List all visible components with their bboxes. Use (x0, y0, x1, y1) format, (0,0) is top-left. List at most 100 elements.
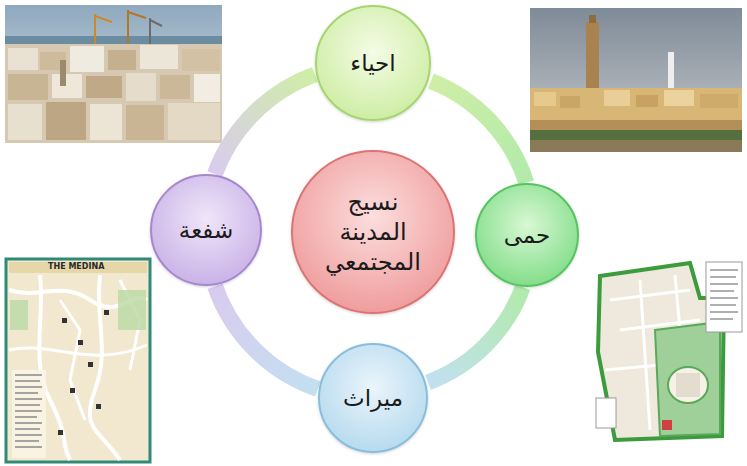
medina-map-part (15, 398, 42, 400)
city-photo-part (530, 120, 742, 130)
city-photo-part (534, 92, 556, 106)
medina-map-part (15, 374, 42, 376)
city-photo-part (70, 46, 104, 72)
city-photo-part (160, 75, 190, 99)
city-photo-part (86, 76, 122, 98)
city-photo-part (95, 16, 112, 22)
medina-map-part (12, 370, 46, 458)
city-photo-part (52, 74, 82, 98)
city-photo-part (530, 8, 742, 152)
central-circle: نسيج المدينة المجتمعي (291, 150, 455, 314)
node-text-wrap: شفعة (179, 216, 233, 245)
city-photo-part (94, 14, 96, 44)
medina-map-part (15, 422, 42, 424)
medina-map-part (90, 275, 120, 460)
quarter-map-part (598, 263, 724, 440)
node-label: حمى (504, 221, 551, 250)
quarter-map-part (710, 297, 738, 298)
city-photo-part (8, 48, 38, 70)
medina-map-part (58, 430, 63, 435)
node-text-wrap: نسيج المدينة المجتمعي (321, 187, 425, 277)
medina-map-part (15, 416, 37, 418)
city-photo-part (586, 22, 599, 96)
ring-arc (215, 286, 318, 389)
ring-arc (428, 287, 523, 382)
city-photo-part (664, 90, 694, 106)
medina-map-part (15, 386, 42, 388)
medina-map (6, 259, 150, 462)
medina-map-part (10, 300, 28, 330)
quarter-map-part (710, 283, 738, 284)
quarter-map-part (710, 311, 738, 312)
city-photo-part (60, 60, 66, 86)
quarter-map-part (710, 269, 738, 270)
medina-map-part (118, 290, 146, 330)
city-photo-part (90, 104, 122, 140)
node-text-wrap: احياء (350, 49, 395, 78)
city-photo-part (589, 15, 596, 23)
topic-circle: شفعة (150, 174, 262, 286)
quarter-map-part (710, 304, 736, 305)
city-photo-part (128, 12, 146, 18)
topic-circle: حمى (475, 183, 579, 287)
city-photo-part (8, 74, 48, 100)
medina-map-part (78, 340, 83, 345)
topic-circle: احياء (315, 5, 431, 121)
topic-circle: ميراث (318, 343, 428, 453)
medina-map-part (15, 380, 40, 382)
city-photo-part (560, 96, 580, 108)
node-label: شفعة (179, 216, 233, 245)
ring-arc (215, 75, 315, 174)
city-photo-part (636, 95, 658, 107)
city-photo (530, 8, 742, 152)
quarter-map-part (655, 322, 720, 436)
node-label: ميراث (343, 384, 403, 413)
city-photo (5, 5, 222, 143)
medina-map-part (15, 446, 42, 448)
quarter-map-part (710, 276, 736, 277)
quarter-map-part (596, 398, 616, 428)
medina-map-part (60, 300, 85, 420)
quarter-map-part (662, 420, 672, 430)
city-photo-part (700, 94, 738, 108)
quarter-map-part (710, 318, 733, 319)
city-photo-part (530, 88, 742, 124)
city-photo-part (604, 90, 630, 106)
node-label: احياء (350, 49, 395, 78)
quarter-map-part (710, 290, 734, 291)
city-photo-part (127, 10, 129, 44)
quarter-map-part (706, 262, 742, 332)
city-photo-part (46, 102, 86, 140)
medina-map-part (15, 440, 39, 442)
city-photo-part (108, 50, 136, 70)
medina-map-part (9, 262, 147, 273)
medina-map-part (88, 362, 93, 367)
map-title: THE MEDINA (48, 262, 104, 271)
city-photo-part (126, 73, 156, 101)
city-photo-part (182, 49, 220, 71)
city-photo-part (5, 5, 222, 143)
city-photo-part (149, 18, 151, 44)
city-photo-part (126, 105, 164, 140)
city-photo-part (5, 44, 222, 143)
city-photo-part (530, 140, 742, 152)
city-photo-part (168, 103, 220, 140)
medina-map-part (15, 392, 38, 394)
node-text-wrap: حمى (504, 221, 551, 250)
medina-map-part (15, 410, 42, 412)
city-photo-part (150, 20, 162, 26)
city-photo-part (194, 74, 220, 102)
medina-map-part (15, 434, 42, 436)
quarter-map-part (676, 373, 700, 397)
city-photo-part (140, 45, 178, 69)
quarter-map-part (668, 367, 708, 403)
medina-map-part (15, 428, 40, 430)
city-photo-part (530, 130, 742, 140)
node-text-wrap: ميراث (343, 384, 403, 413)
medina-map-part (62, 318, 67, 323)
ring-arc (431, 81, 526, 183)
medina-map-part (96, 404, 101, 409)
quarter-map (596, 262, 742, 440)
city-photo-part (668, 52, 674, 90)
